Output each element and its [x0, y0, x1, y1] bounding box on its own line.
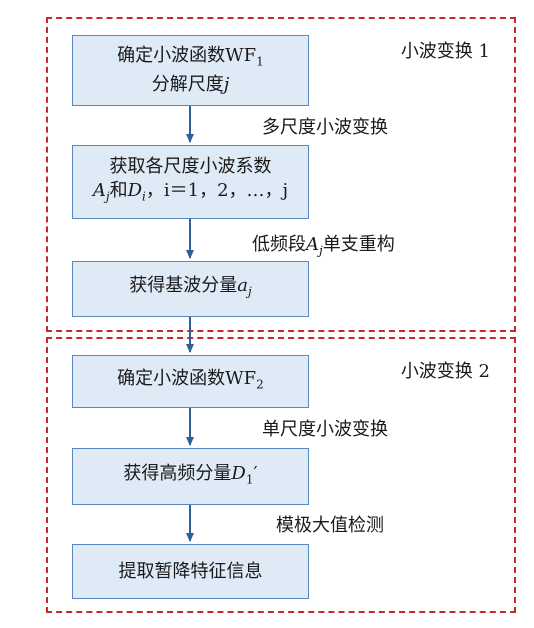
node-get-fundamental: 获得基波分量aj — [72, 261, 309, 317]
node-determine-wavelet-wf1: 确定小波函数WF1 分解尺度j — [72, 35, 309, 106]
node-subscript: j — [248, 284, 252, 299]
node-text: ，i＝1，2，…，j — [145, 180, 289, 202]
node-extract-features: 提取暂降特征信息 — [72, 544, 309, 599]
node-variable: D — [231, 462, 246, 484]
node-subscript: i — [142, 189, 146, 204]
node-text: 确定小波函数WF — [117, 367, 257, 389]
node-get-high-freq: 获得高频分量D1′ — [72, 448, 309, 505]
edge-label-low-freq-reconstruction: 低频段Aj单支重构 — [252, 230, 395, 258]
node-subscript: j — [105, 189, 110, 204]
node-line: Aj和Di，i＝1，2，…，j — [93, 179, 288, 209]
node-subscript: 1 — [256, 54, 264, 69]
node-text: 获得高频分量 — [123, 462, 232, 484]
edge-subscript: j — [319, 243, 323, 258]
region-label: 小波变换 2 — [400, 361, 490, 382]
node-subscript: 1 — [245, 472, 254, 487]
node-line: 获得基波分量aj — [129, 274, 251, 304]
node-line: 确定小波函数WF2 — [117, 367, 264, 397]
region-label: 小波变换 1 — [400, 41, 490, 62]
node-text: 分解尺度 — [151, 74, 224, 96]
node-determine-wavelet-wf2: 确定小波函数WF2 — [72, 355, 309, 408]
node-prime: ′ — [253, 462, 258, 484]
node-text: 获得基波分量 — [129, 275, 238, 297]
node-variable: D — [127, 180, 143, 202]
node-variable: j — [223, 74, 230, 96]
node-line: 提取暂降特征信息 — [118, 560, 263, 582]
edge-label-multiscale-transform: 多尺度小波变换 — [262, 117, 388, 138]
node-get-coefficients: 获取各尺度小波系数 Aj和Di，i＝1，2，…，j — [72, 145, 309, 219]
node-line: 分解尺度j — [152, 73, 230, 97]
node-subscript: 2 — [256, 377, 264, 392]
node-text: 确定小波函数WF — [117, 44, 257, 66]
edge-text: 单支重构 — [322, 234, 395, 255]
edge-label-modulus-maxima: 模极大值检测 — [276, 515, 384, 536]
edge-variable: A — [306, 234, 319, 255]
node-variable: A — [92, 180, 106, 202]
region-wavelet-transform-1: 小波变换 1 — [46, 17, 516, 332]
region-wavelet-transform-2: 小波变换 2 — [46, 337, 516, 613]
node-variable: a — [237, 275, 248, 297]
node-text: 和 — [109, 180, 128, 202]
node-line: 获得高频分量D1′ — [123, 462, 257, 492]
edge-label-single-scale-transform: 单尺度小波变换 — [262, 419, 388, 440]
node-line: 获取各尺度小波系数 — [109, 156, 272, 178]
node-line: 确定小波函数WF1 — [117, 44, 264, 74]
edge-text: 低频段 — [252, 234, 306, 255]
